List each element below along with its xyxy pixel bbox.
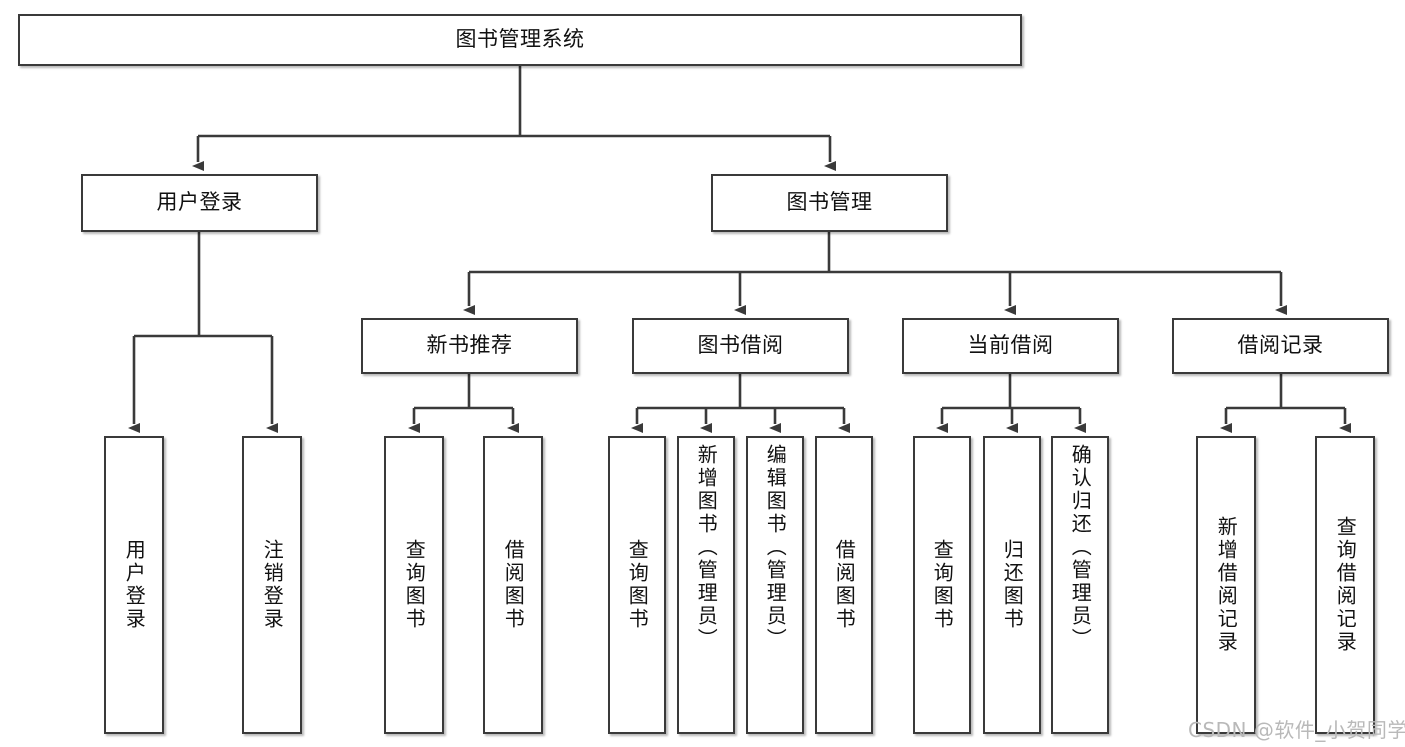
node-leaf-borrow-query-label: 查询图书 (625, 539, 650, 631)
node-leaf-cur-query-label: 查询图书 (930, 539, 955, 631)
node-root-label: 图书管理系统 (455, 27, 585, 52)
node-leaf-cur-return[interactable]: 归还图书 (983, 436, 1041, 734)
node-leaf-cur-confirm-label: 确认归还（管理员） (1068, 444, 1093, 651)
node-book-manage[interactable]: 图书管理 (711, 174, 948, 232)
watermark-text: CSDN @软件_小贺同学 (1188, 718, 1405, 742)
node-current-borrow-label: 当前借阅 (967, 333, 1054, 358)
node-leaf-borrow-do-label: 借阅图书 (832, 539, 857, 631)
node-borrow-record[interactable]: 借阅记录 (1172, 318, 1389, 374)
node-leaf-rec-add-label: 新增借阅记录 (1214, 516, 1239, 654)
node-leaf-rec-query-label: 查询图书 (402, 539, 427, 631)
node-leaf-rec-query[interactable]: 查询图书 (384, 436, 444, 734)
node-leaf-rec-search-label: 查询借阅记录 (1333, 516, 1358, 654)
node-leaf-borrow-do[interactable]: 借阅图书 (815, 436, 873, 734)
node-leaf-rec-borrow-label: 借阅图书 (501, 539, 526, 631)
node-leaf-rec-add[interactable]: 新增借阅记录 (1196, 436, 1256, 734)
node-book-borrow[interactable]: 图书借阅 (632, 318, 849, 374)
node-current-borrow[interactable]: 当前借阅 (902, 318, 1119, 374)
node-user-login-label: 用户登录 (156, 190, 243, 215)
node-book-manage-label: 图书管理 (786, 190, 873, 215)
node-leaf-borrow-query[interactable]: 查询图书 (608, 436, 666, 734)
node-leaf-user-logout-label: 注销登录 (260, 539, 285, 631)
node-leaf-borrow-edit[interactable]: 编辑图书（管理员） (746, 436, 804, 734)
node-leaf-user-login-label: 用户登录 (122, 539, 147, 631)
node-leaf-cur-return-label: 归还图书 (1000, 539, 1025, 631)
node-leaf-borrow-add[interactable]: 新增图书（管理员） (677, 436, 735, 734)
node-root[interactable]: 图书管理系统 (18, 14, 1022, 66)
node-user-login[interactable]: 用户登录 (81, 174, 318, 232)
node-new-book-rec-label: 新书推荐 (426, 333, 513, 358)
node-leaf-user-login[interactable]: 用户登录 (104, 436, 164, 734)
node-leaf-borrow-edit-label: 编辑图书（管理员） (763, 444, 788, 651)
node-leaf-user-logout[interactable]: 注销登录 (242, 436, 302, 734)
node-leaf-rec-search[interactable]: 查询借阅记录 (1315, 436, 1375, 734)
node-leaf-borrow-add-label: 新增图书（管理员） (694, 444, 719, 651)
node-new-book-rec[interactable]: 新书推荐 (361, 318, 578, 374)
node-leaf-rec-borrow[interactable]: 借阅图书 (483, 436, 543, 734)
node-leaf-cur-query[interactable]: 查询图书 (913, 436, 971, 734)
node-borrow-record-label: 借阅记录 (1237, 333, 1324, 358)
node-book-borrow-label: 图书借阅 (697, 333, 784, 358)
node-leaf-cur-confirm[interactable]: 确认归还（管理员） (1051, 436, 1109, 734)
